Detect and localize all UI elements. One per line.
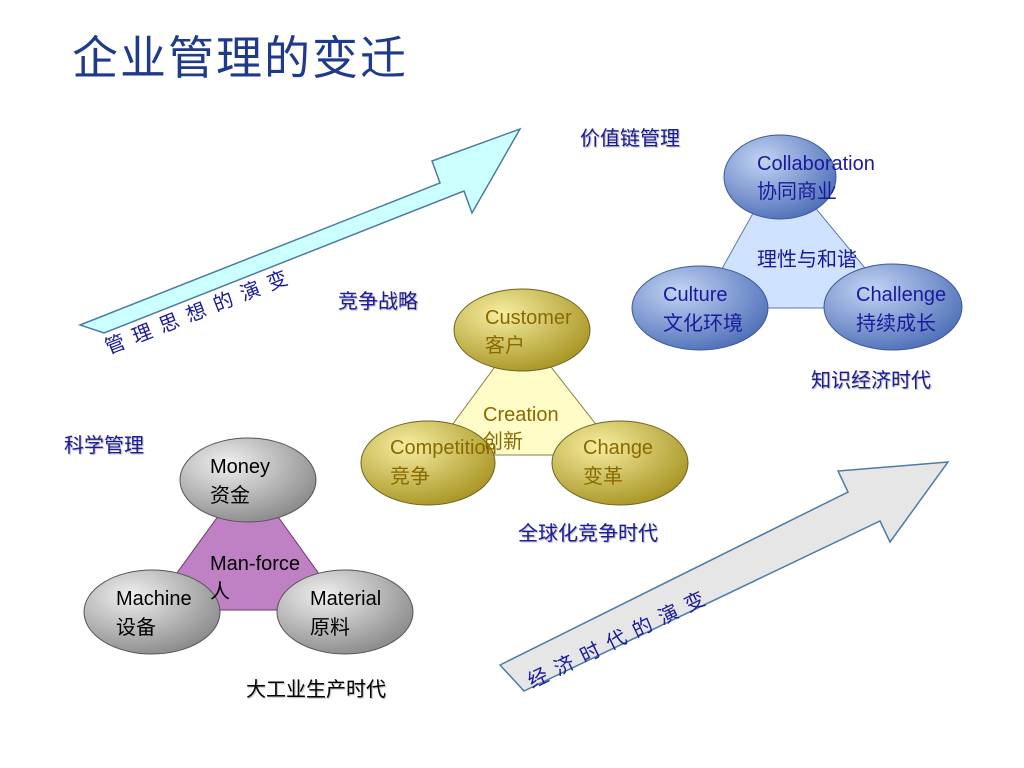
collaboration-en: Collaboration	[757, 153, 875, 175]
collaboration-zh: 协同商业	[757, 181, 837, 203]
ellipse-material[interactable]	[276, 569, 414, 655]
value-chain-center: 理性与和谐	[757, 249, 857, 271]
money-zh: 资金	[210, 485, 250, 507]
value-chain-triangle	[699, 164, 900, 309]
ellipse-competition[interactable]	[360, 420, 496, 506]
ellipse-money[interactable]	[179, 437, 317, 523]
scientific-heading: 科学管理	[64, 435, 144, 457]
competition-zh: 竞争	[390, 466, 430, 488]
competition-heading: 竞争战略	[338, 291, 418, 313]
challenge-en: Challenge	[856, 284, 947, 306]
scientific-triangle	[149, 474, 346, 611]
value-chain-era: 知识经济时代	[811, 370, 931, 392]
ellipse-customer[interactable]	[453, 288, 591, 372]
challenge-zh: 持续成长	[856, 313, 936, 335]
competition-era: 全球化竞争时代	[518, 523, 658, 545]
customer-zh: 客户	[485, 335, 525, 357]
customer-en: Customer	[485, 307, 572, 329]
machine-en: Machine	[116, 588, 192, 610]
arrow-economic-era	[498, 461, 950, 692]
competition-triangle	[429, 329, 622, 456]
ellipse-change[interactable]	[551, 420, 689, 506]
change-en: Change	[583, 437, 654, 459]
change-zh: 变革	[583, 466, 623, 488]
creation-en: Creation	[483, 404, 559, 426]
competition-en: Competition	[390, 437, 497, 459]
ellipse-culture[interactable]	[631, 265, 769, 351]
material-zh: 原料	[310, 617, 350, 639]
machine-zh: 设备	[116, 617, 156, 639]
ellipse-machine[interactable]	[83, 569, 221, 655]
arrow-management-thought	[77, 127, 522, 334]
material-en: Material	[310, 588, 382, 610]
ellipse-collaboration[interactable]	[723, 134, 837, 220]
ellipse-challenge[interactable]	[823, 263, 963, 351]
page-title: 企业管理的变迁	[72, 31, 408, 85]
value-chain-heading: 价值链管理	[580, 128, 680, 150]
scientific-era: 大工业生产时代	[246, 679, 386, 701]
culture-zh: 文化环境	[663, 313, 743, 335]
creation-zh: 创新	[483, 431, 523, 453]
culture-en: Culture	[663, 284, 728, 306]
manforce-en: Man-force	[210, 553, 301, 575]
money-en: Money	[210, 456, 271, 478]
manforce-zh: 人	[210, 581, 230, 603]
